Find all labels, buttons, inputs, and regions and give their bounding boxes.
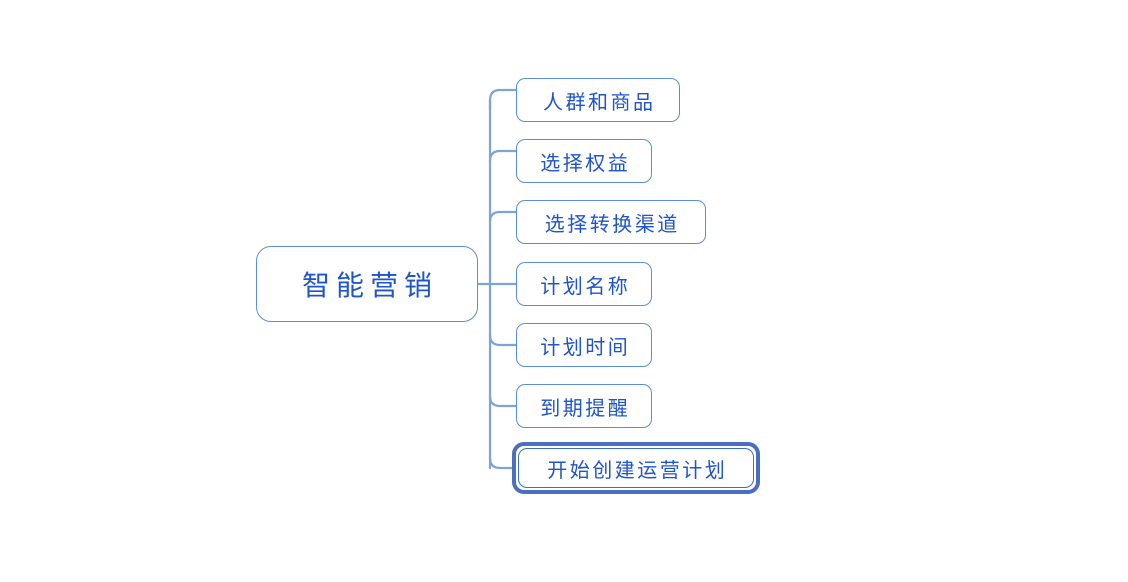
node-start-create-operation-plan[interactable]: 开始创建运营计划 (518, 448, 754, 488)
node-people-and-products[interactable]: 人群和商品 (516, 78, 680, 122)
connector-branch-6 (488, 394, 518, 408)
node-label: 到期提醒 (540, 395, 631, 420)
node-label: 计划名称 (540, 273, 631, 298)
node-label: 开始创建运营计划 (547, 457, 728, 482)
node-select-benefits[interactable]: 选择权益 (516, 139, 652, 183)
root-node[interactable]: 智能营销 (256, 246, 478, 322)
node-label: 选择转换渠道 (544, 211, 680, 236)
node-label: 人群和商品 (543, 89, 656, 114)
node-start-create-operation-plan-selection-ring[interactable]: 开始创建运营计划 (512, 442, 760, 494)
node-label: 计划时间 (540, 334, 631, 359)
node-select-conversion-channel[interactable]: 选择转换渠道 (516, 200, 706, 244)
connector-branch-3 (488, 210, 518, 224)
node-expiry-reminder[interactable]: 到期提醒 (516, 384, 652, 428)
connector-branch-7 (488, 456, 514, 470)
node-label: 选择权益 (540, 150, 631, 175)
connector-branch-1 (488, 88, 518, 112)
node-plan-time[interactable]: 计划时间 (516, 323, 652, 367)
connector-branch-5 (488, 333, 518, 347)
root-node-label: 智能营销 (301, 269, 438, 302)
connector-branch-2 (488, 149, 518, 163)
node-plan-name[interactable]: 计划名称 (516, 262, 652, 306)
